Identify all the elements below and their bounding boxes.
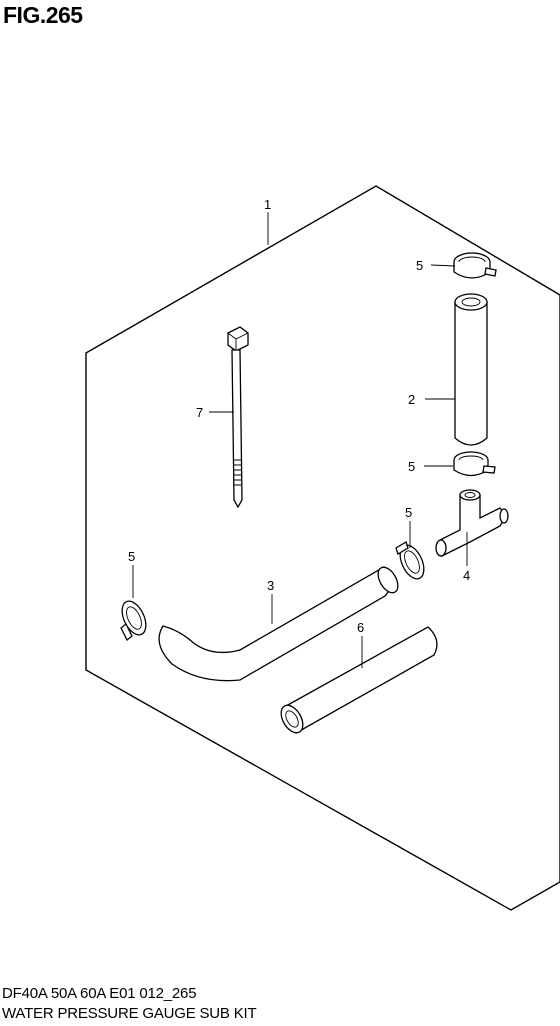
figure-title: FIG.265 — [3, 2, 83, 28]
clamp-right-part[interactable] — [395, 541, 428, 582]
callout-5b-label: 5 — [408, 459, 415, 474]
cable-tie-part[interactable] — [227, 326, 249, 509]
clamp-mid-part[interactable] — [453, 451, 496, 477]
callout-5d-label: 5 — [128, 549, 135, 564]
kit-name: WATER PRESSURE GAUGE SUB KIT — [2, 1005, 257, 1022]
callout-5a-label: 5 — [416, 258, 423, 273]
t-joint-part[interactable] — [435, 489, 509, 557]
callout-3-label: 3 — [267, 578, 274, 593]
clamp-left-part[interactable] — [117, 597, 150, 642]
model-code: DF40A 50A 60A E01 012_265 — [2, 985, 197, 1002]
callout-5a-leader — [430, 264, 456, 267]
callout-6-label: 6 — [357, 620, 364, 635]
hose-straight-part[interactable] — [454, 293, 488, 446]
callout-4-label: 4 — [463, 568, 470, 583]
kit-outline — [85, 185, 560, 911]
callout-2-label: 2 — [408, 392, 415, 407]
hose-bent-part[interactable] — [158, 564, 402, 682]
callout-7-label: 7 — [196, 405, 203, 420]
hose-short-part[interactable] — [277, 626, 438, 736]
callout-1-label: 1 — [264, 197, 271, 212]
callout-5c-label: 5 — [405, 505, 412, 520]
clamp-top-part[interactable] — [453, 252, 497, 279]
